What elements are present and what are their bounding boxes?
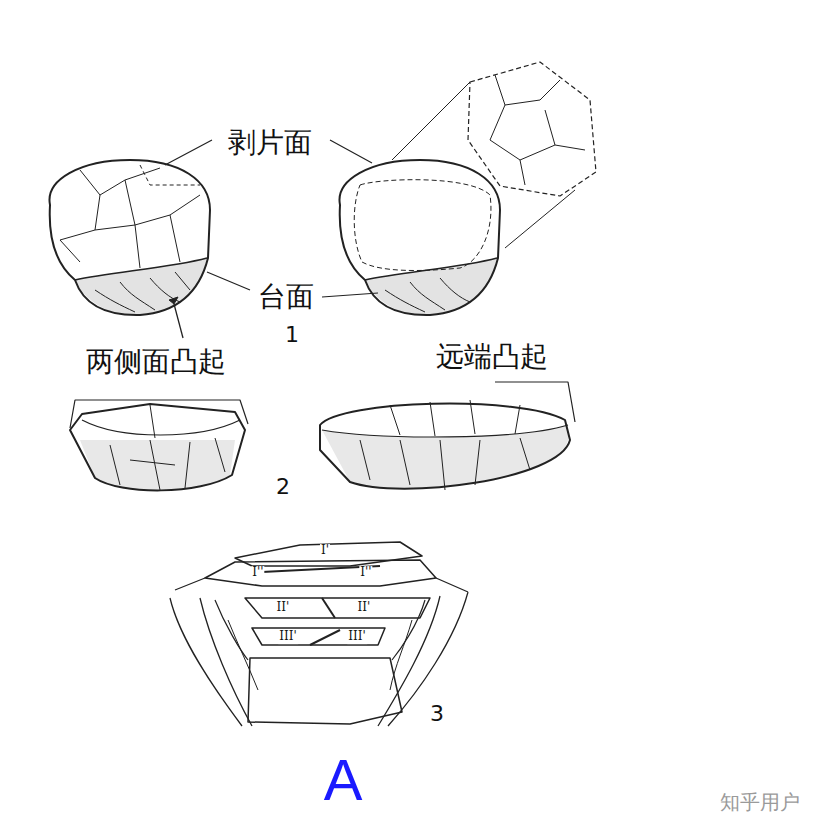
callout-number: 1 bbox=[283, 322, 301, 347]
flake-number: II' bbox=[276, 601, 291, 615]
flake-number: I'' bbox=[251, 566, 264, 580]
callout-label: 两侧面凸起 bbox=[84, 346, 228, 378]
callout-label: 剥片面 bbox=[226, 127, 314, 159]
callout-number: 3 bbox=[428, 701, 446, 726]
panel-letter: A bbox=[322, 747, 365, 814]
callout-label: 远端凸起 bbox=[434, 341, 550, 373]
flake-number: III' bbox=[347, 630, 367, 644]
callout-number: 2 bbox=[274, 474, 292, 499]
flake-number: III' bbox=[278, 630, 298, 644]
flake-number: II' bbox=[357, 601, 372, 615]
flake-number: I' bbox=[320, 544, 330, 558]
callout-label: 台面 bbox=[256, 281, 316, 313]
flake-number: I'' bbox=[359, 566, 372, 580]
watermark: 知乎用户 bbox=[718, 791, 802, 814]
